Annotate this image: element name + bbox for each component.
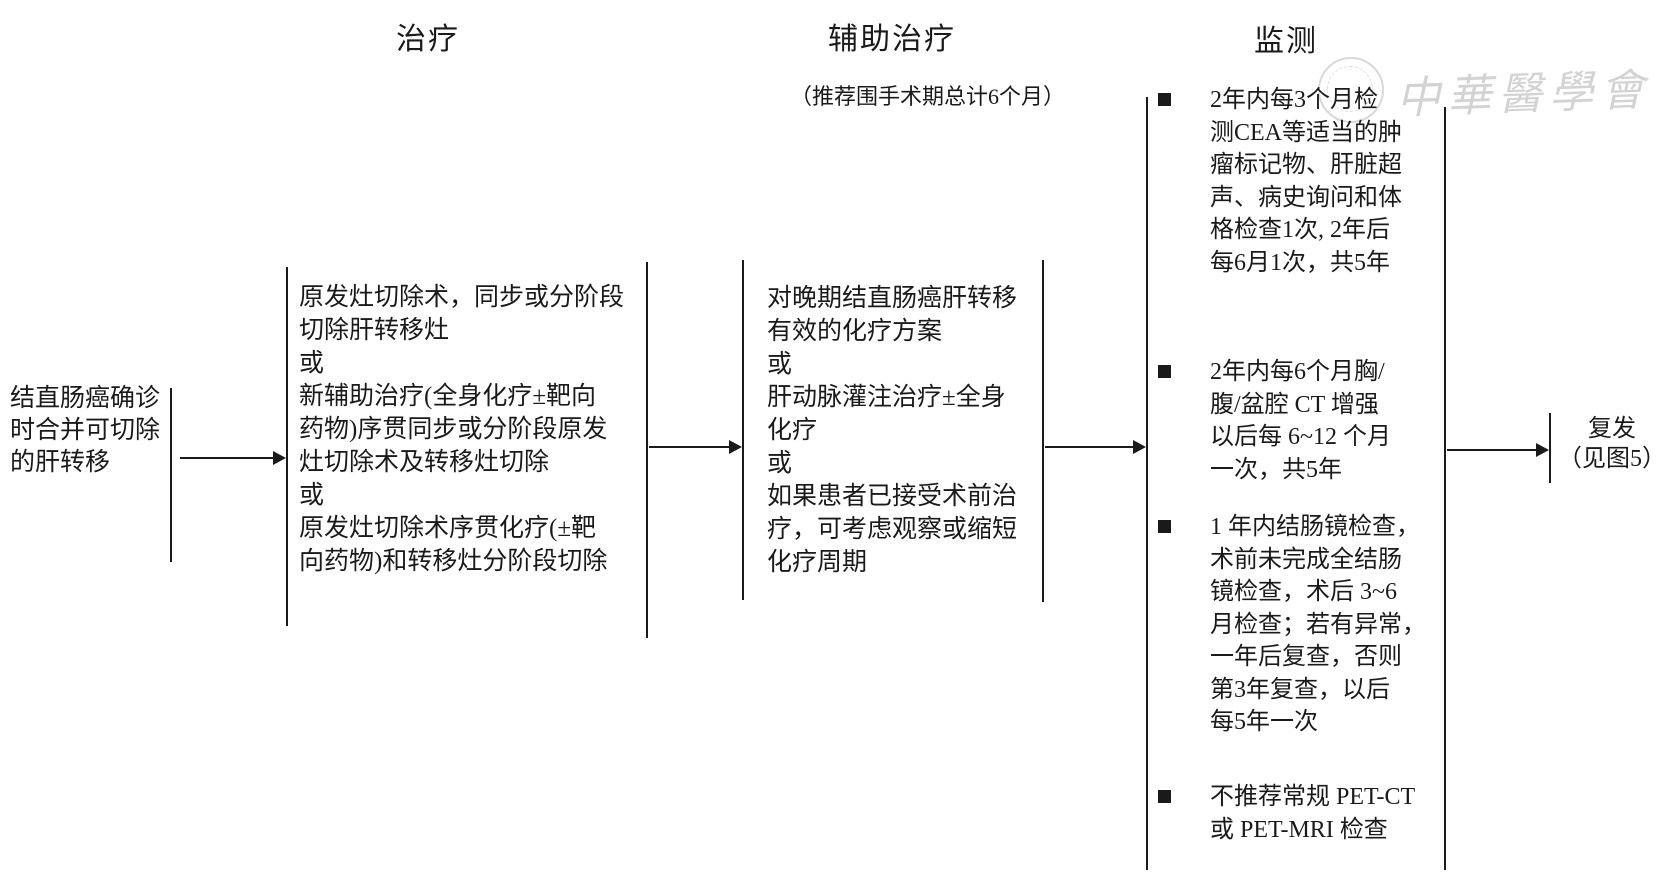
bullet-square-icon	[1158, 520, 1171, 533]
adjuvant-right-divider	[1042, 260, 1044, 602]
recurrence-node-text: 复发 （见图5）	[1558, 416, 1661, 472]
adjuvant-node-text: 对晚期结直肠癌肝转移 有效的化疗方案 或 肝动脉灌注治疗±全身 化疗 或 如果患…	[767, 285, 1018, 576]
monitoring-bullet-colonoscopy: 1 年内结肠镜检查， 术前未完成全结肠 镜检查，术后 3~6 月检查；若有异常，…	[1158, 511, 1458, 739]
treatment-node-text: 原发灶切除术，同步或分阶段 切除肝转移灶 或 新辅助治疗(全身化疗±靶向 药物)…	[299, 284, 625, 575]
recurrence-left-divider	[1549, 413, 1551, 483]
monitoring-bullet-ct-scan: 2年内每6个月胸/ 腹/盆腔 CT 增强 以后每 6~12 个月 一次，共5年	[1158, 356, 1458, 486]
bullet-square-icon	[1158, 365, 1171, 378]
monitoring-right-divider	[1444, 107, 1446, 870]
column-header-monitoring: 监测	[1254, 25, 1318, 58]
monitoring-bullet-text: 1 年内结肠镜检查， 术前未完成全结肠 镜检查，术后 3~6 月检查；若有异常，…	[1210, 514, 1426, 735]
arrow-monitoring-to-recurrence	[1447, 443, 1549, 457]
treatment-left-divider	[286, 267, 288, 626]
column-header-adjuvant-therapy: 辅助治疗	[828, 23, 956, 56]
monitoring-bullet-text: 2年内每3个月检 测CEA等适当的肿 瘤标记物、肝脏超 声、病史询问和体 格检查…	[1210, 87, 1402, 276]
adjuvant-perioperative-note: （推荐围手术期总计6个月）	[790, 84, 1066, 109]
watermark-seal-inner-ring	[1327, 66, 1373, 112]
monitoring-bullet-pet: 不推荐常规 PET-CT 或 PET-MRI 检查	[1158, 781, 1458, 846]
watermark-seal-icon	[1318, 57, 1384, 123]
diagnosis-node-text: 结直肠癌确诊 时合并可切除 的肝转移	[10, 385, 161, 476]
treatment-right-divider	[646, 262, 648, 638]
bullet-square-icon	[1158, 790, 1171, 803]
column-header-treatment: 治疗	[396, 23, 460, 56]
monitoring-left-divider	[1146, 97, 1148, 870]
arrow-diagnosis-to-treatment	[180, 451, 286, 465]
monitoring-bullet-text: 2年内每6个月胸/ 腹/盆腔 CT 增强 以后每 6~12 个月 一次，共5年	[1210, 359, 1391, 483]
monitoring-bullet-tumor-markers: 2年内每3个月检 测CEA等适当的肿 瘤标记物、肝脏超 声、病史询问和体 格检查…	[1158, 84, 1458, 279]
arrow-treatment-to-adjuvant	[649, 440, 742, 454]
monitoring-bullet-text: 不推荐常规 PET-CT 或 PET-MRI 检查	[1210, 784, 1416, 843]
bullet-square-icon	[1158, 93, 1171, 106]
arrow-adjuvant-to-monitoring	[1045, 440, 1146, 454]
diagnosis-right-divider	[170, 388, 172, 562]
adjuvant-left-divider	[742, 260, 744, 600]
